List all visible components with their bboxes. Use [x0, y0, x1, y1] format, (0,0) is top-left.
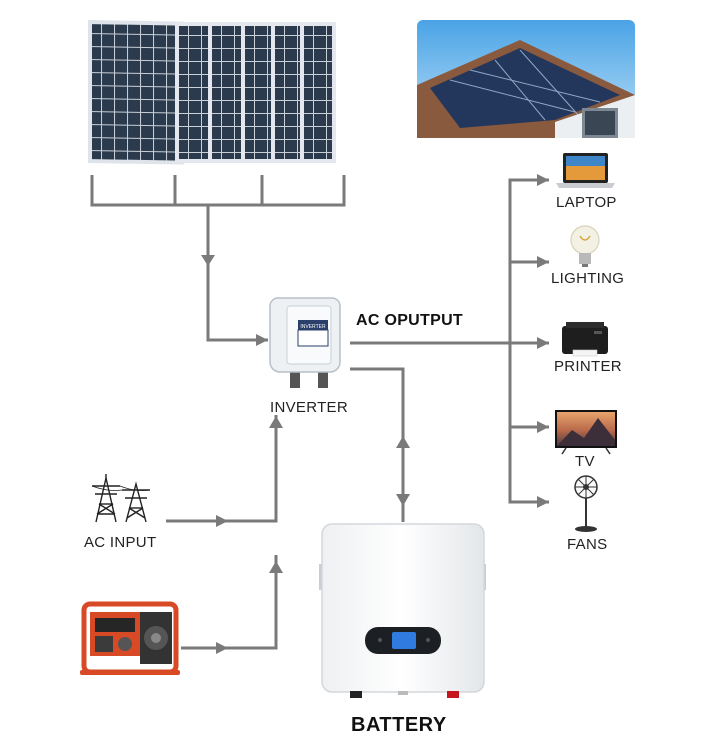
lighting-label: LIGHTING — [551, 270, 625, 287]
connector-lines — [90, 175, 549, 650]
tv-label: TV — [575, 453, 595, 470]
bulb-icon — [570, 225, 600, 267]
tv-icon — [555, 410, 617, 455]
inverter-panel-label: INVERTER — [300, 324, 326, 330]
inverter-icon: INVERTER — [269, 297, 341, 388]
fan-icon — [574, 475, 598, 532]
ac-output-label: AC OPUTPUT — [356, 312, 463, 329]
battery-icon — [319, 523, 486, 698]
inverter-label: INVERTER — [270, 399, 348, 416]
printer-icon — [562, 322, 608, 357]
solar-panels-icon — [88, 20, 336, 165]
laptop-label: LAPTOP — [556, 194, 617, 211]
arrowheads — [201, 174, 549, 654]
ac-input-label: AC INPUT — [84, 534, 157, 551]
laptop-icon — [556, 153, 615, 188]
fans-label: FANS — [567, 536, 608, 553]
battery-label: BATTERY — [351, 714, 447, 736]
generator-icon — [80, 601, 180, 675]
power-tower-icon — [91, 474, 151, 523]
printer-label: PRINTER — [554, 358, 622, 375]
house-roof-solar-photo — [417, 20, 635, 138]
